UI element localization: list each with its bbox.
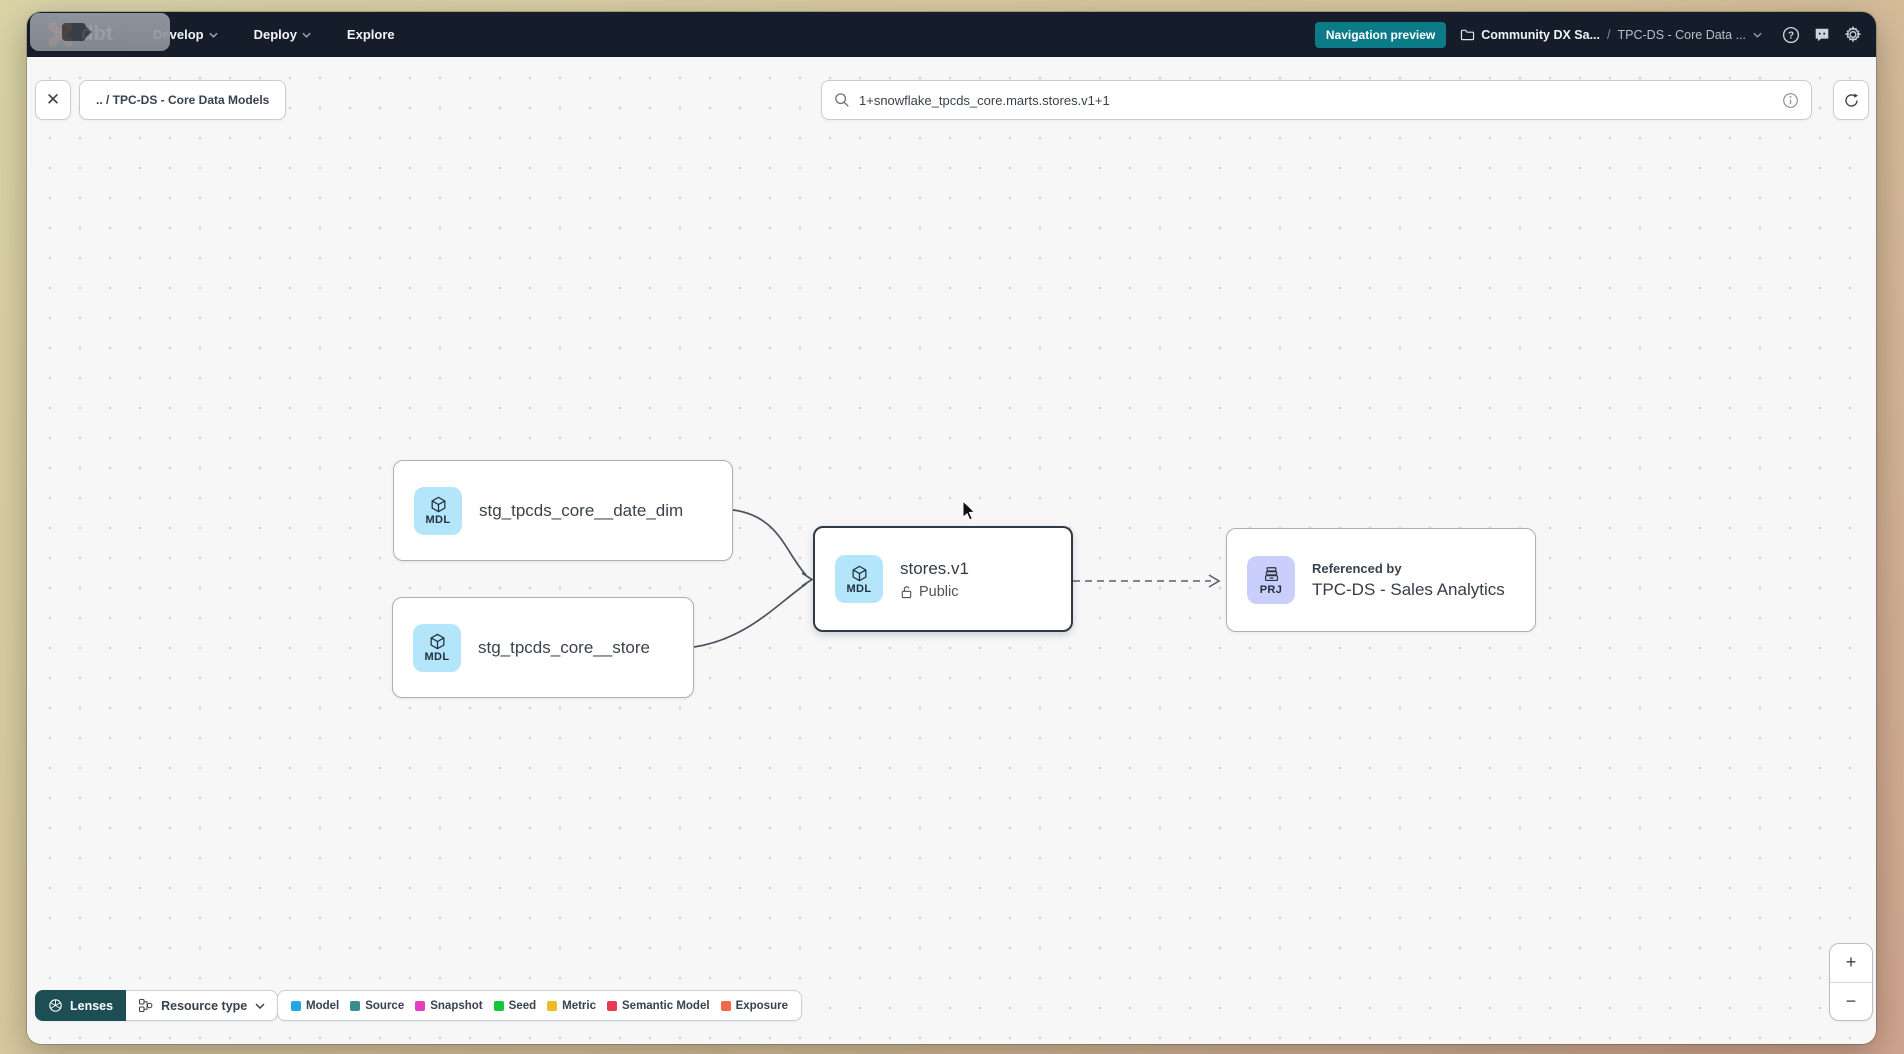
chevron-down-icon xyxy=(208,32,218,38)
archive-icon xyxy=(1264,566,1278,581)
lineage-selector-bar xyxy=(821,80,1812,120)
node-referenced-by-project[interactable]: PRJ Referenced by TPC-DS - Sales Analyti… xyxy=(1226,528,1536,632)
refresh-lineage-button[interactable] xyxy=(1833,80,1869,120)
camera-icon xyxy=(62,23,92,41)
screen-recording-artifact xyxy=(30,13,170,51)
model-badge: MDL xyxy=(413,623,461,672)
navigation-preview-badge[interactable]: Navigation preview xyxy=(1314,21,1447,48)
lens-icon xyxy=(49,999,62,1012)
resource-type-icon xyxy=(139,998,153,1013)
model-badge: MDL xyxy=(414,486,462,535)
search-icon xyxy=(835,93,849,107)
legend-swatch xyxy=(291,1000,301,1011)
legend-swatch xyxy=(493,1000,504,1011)
lenses-button[interactable]: Lenses xyxy=(35,990,127,1021)
model-badge: MDL xyxy=(835,555,883,603)
cube-icon xyxy=(852,565,866,581)
resource-type-legend: Model Source Snapshot Seed Metric Semant… xyxy=(277,990,802,1021)
nav-explore[interactable]: Explore xyxy=(346,27,395,42)
node-title: stores.v1 xyxy=(900,558,969,578)
project-badge: PRJ xyxy=(1247,556,1295,604)
node-stores-v1-selected[interactable]: MDL stores.v1 Public xyxy=(813,526,1073,632)
breadcrumb-project-label: TPC-DS - Core Data ... xyxy=(1617,27,1747,42)
lineage-breadcrumb-chip[interactable]: .. / TPC-DS - Core Data Models xyxy=(79,80,287,120)
nav-deploy[interactable]: Deploy xyxy=(254,27,311,42)
topnav-right: Navigation preview Community DX Sa... / … xyxy=(1314,21,1862,48)
svg-text:?: ? xyxy=(1788,30,1794,41)
legend-item-exposure: Exposure xyxy=(720,1000,788,1012)
zoom-in-button[interactable]: + xyxy=(1830,944,1872,983)
breadcrumb-account-label: Community DX Sa... xyxy=(1481,27,1601,42)
lineage-selector-input[interactable] xyxy=(859,92,1773,108)
node-stg-tpcds-core-store[interactable]: MDL stg_tpcds_core__store xyxy=(392,597,694,698)
canvas-zoom-control: + − xyxy=(1829,943,1873,1021)
access-label: Public xyxy=(919,583,959,600)
legend-item-source: Source xyxy=(350,1000,404,1012)
legend-item-semantic-model: Semantic Model xyxy=(607,1000,710,1012)
zoom-out-button[interactable]: − xyxy=(1845,990,1857,1011)
topnav-icons: ? xyxy=(1782,25,1862,44)
legend-item-snapshot: Snapshot xyxy=(415,1000,483,1012)
legend-item-metric: Metric xyxy=(547,1000,596,1012)
legend-swatch xyxy=(720,1000,731,1011)
legend-swatch xyxy=(415,1000,426,1011)
legend-swatch xyxy=(350,1000,361,1011)
top-navigation-bar: dbt Develop Deploy Explore Navigation pr… xyxy=(27,12,1876,57)
node-label: stg_tpcds_core__date_dim xyxy=(479,500,684,520)
node-title: TPC-DS - Sales Analytics xyxy=(1312,579,1505,599)
account-breadcrumb[interactable]: Community DX Sa... / TPC-DS - Core Data … xyxy=(1460,28,1762,42)
node-kicker: Referenced by xyxy=(1312,560,1402,576)
close-lineage-button[interactable]: ✕ xyxy=(35,80,71,120)
cube-icon xyxy=(430,633,444,650)
legend-swatch xyxy=(547,1000,558,1011)
refresh-icon xyxy=(1844,93,1858,107)
breadcrumb-separator: / xyxy=(1607,27,1611,42)
chevron-down-icon xyxy=(1753,32,1762,38)
help-icon[interactable]: ? xyxy=(1782,26,1800,44)
app-window: dbt Develop Deploy Explore Navigation pr… xyxy=(27,12,1876,1044)
gear-icon[interactable] xyxy=(1844,25,1862,44)
node-label: stg_tpcds_core__store xyxy=(478,637,650,657)
lock-open-icon xyxy=(901,585,912,598)
feedback-icon[interactable] xyxy=(1813,26,1831,44)
chevron-down-icon xyxy=(255,1002,265,1009)
info-icon[interactable] xyxy=(1782,92,1799,109)
resource-type-dropdown[interactable]: Resource type xyxy=(126,990,279,1021)
folder-icon xyxy=(1461,29,1475,41)
legend-item-seed: Seed xyxy=(493,1000,536,1012)
chevron-down-icon xyxy=(302,32,311,38)
lenses-control-group: Lenses Resource type xyxy=(35,990,279,1021)
legend-swatch xyxy=(607,1000,617,1011)
legend-item-model: Model xyxy=(291,1000,339,1012)
node-stg-tpcds-core-date-dim[interactable]: MDL stg_tpcds_core__date_dim xyxy=(393,460,733,561)
cube-icon xyxy=(431,496,445,513)
primary-nav: Develop Deploy Explore xyxy=(153,27,395,42)
access-row: Public xyxy=(900,584,969,600)
close-icon: ✕ xyxy=(45,90,61,109)
